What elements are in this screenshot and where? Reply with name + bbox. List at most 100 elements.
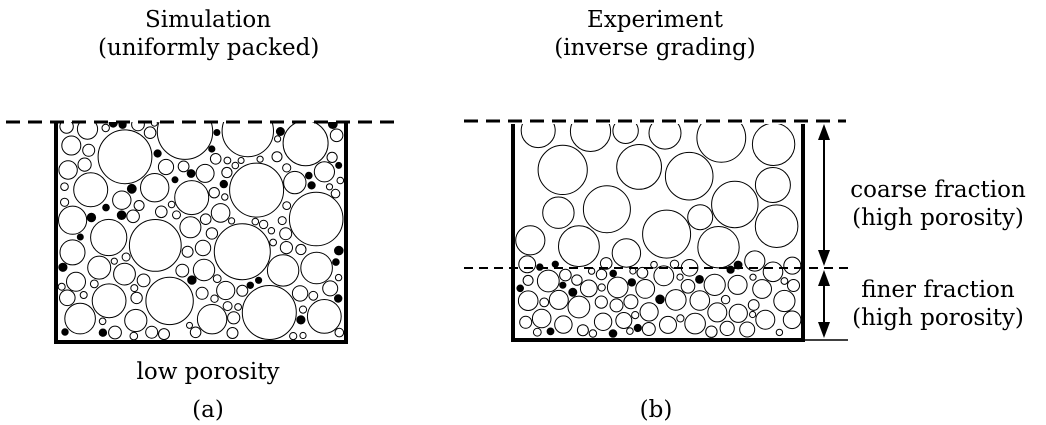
particle bbox=[571, 274, 583, 286]
fine-particle bbox=[58, 262, 68, 272]
particle bbox=[288, 191, 344, 247]
particle bbox=[636, 266, 649, 279]
panel-b-title-line2: (inverse grading) bbox=[554, 35, 756, 61]
fine-particle bbox=[307, 181, 316, 190]
particle bbox=[522, 274, 534, 286]
particle bbox=[653, 265, 675, 287]
panel-a bbox=[6, 120, 396, 344]
particle bbox=[749, 273, 757, 281]
particle bbox=[579, 279, 598, 298]
particle bbox=[89, 279, 99, 289]
particle bbox=[322, 280, 339, 297]
particle bbox=[554, 315, 573, 334]
particle bbox=[665, 289, 687, 311]
particle bbox=[606, 276, 629, 299]
particle bbox=[588, 329, 598, 338]
particle bbox=[755, 309, 776, 330]
particle bbox=[128, 219, 182, 272]
particle bbox=[705, 325, 718, 338]
particle bbox=[158, 328, 170, 340]
particle bbox=[213, 223, 271, 281]
fine-particle bbox=[608, 329, 618, 338]
particle bbox=[130, 284, 139, 293]
fine-particle bbox=[633, 323, 642, 333]
panel-b-container bbox=[511, 124, 805, 342]
particle bbox=[266, 254, 300, 287]
particle bbox=[136, 273, 151, 288]
particle bbox=[167, 200, 176, 209]
particle bbox=[648, 124, 682, 150]
particle bbox=[237, 157, 245, 164]
particle bbox=[222, 301, 233, 312]
particle bbox=[155, 205, 168, 219]
particle bbox=[582, 185, 631, 234]
particle bbox=[744, 250, 766, 272]
particle bbox=[548, 289, 569, 310]
particle bbox=[181, 245, 194, 258]
particle bbox=[192, 258, 216, 282]
particle bbox=[751, 124, 796, 166]
fine-particle bbox=[334, 294, 343, 303]
fine-particle bbox=[627, 278, 636, 287]
particle bbox=[150, 122, 158, 127]
particle bbox=[295, 243, 307, 256]
particle bbox=[635, 279, 656, 299]
particle bbox=[780, 277, 789, 285]
particle bbox=[775, 328, 784, 337]
particle bbox=[611, 238, 642, 268]
particle bbox=[567, 295, 591, 319]
fine-particle bbox=[332, 258, 340, 266]
particle bbox=[269, 238, 278, 247]
particle bbox=[58, 282, 66, 291]
particle bbox=[112, 190, 132, 210]
particle bbox=[313, 161, 335, 183]
particle bbox=[711, 180, 759, 229]
fine-particle bbox=[275, 127, 285, 136]
particle bbox=[626, 327, 634, 335]
particle bbox=[703, 273, 726, 296]
particle bbox=[612, 124, 639, 144]
particle bbox=[762, 261, 784, 283]
fine-particle bbox=[213, 129, 221, 136]
particle bbox=[226, 327, 239, 339]
particle bbox=[747, 299, 760, 311]
particle bbox=[140, 173, 170, 203]
particle bbox=[221, 122, 274, 158]
particle bbox=[594, 295, 608, 309]
panel-a-title-line1: Simulation bbox=[144, 7, 272, 33]
particle bbox=[689, 290, 711, 311]
particle bbox=[87, 255, 112, 280]
particle bbox=[231, 161, 240, 170]
particle bbox=[298, 305, 308, 314]
particle bbox=[172, 210, 181, 220]
finer-double-arrow bbox=[818, 270, 830, 338]
fine-particle bbox=[126, 183, 137, 194]
panel-b-title-line1: Experiment bbox=[587, 7, 723, 33]
particle bbox=[129, 331, 139, 340]
particle bbox=[241, 285, 297, 340]
particle bbox=[687, 204, 714, 231]
fine-particle bbox=[296, 315, 306, 325]
particle bbox=[205, 227, 219, 240]
particle bbox=[199, 213, 212, 225]
panel-b bbox=[464, 119, 848, 342]
particle bbox=[642, 209, 692, 259]
particle bbox=[212, 274, 222, 284]
particle bbox=[61, 135, 82, 156]
particle bbox=[279, 227, 293, 241]
particle bbox=[76, 122, 99, 140]
particle bbox=[641, 322, 656, 336]
particle bbox=[82, 143, 96, 157]
particle bbox=[131, 122, 145, 132]
particle bbox=[221, 166, 233, 179]
particle bbox=[282, 201, 292, 211]
particle bbox=[133, 200, 145, 211]
particle bbox=[539, 297, 550, 308]
fine-particle bbox=[86, 212, 97, 223]
particle bbox=[124, 308, 148, 333]
particle bbox=[306, 299, 342, 334]
particle bbox=[208, 187, 220, 199]
particle bbox=[194, 239, 212, 257]
particle bbox=[787, 279, 800, 292]
particle bbox=[113, 262, 136, 286]
